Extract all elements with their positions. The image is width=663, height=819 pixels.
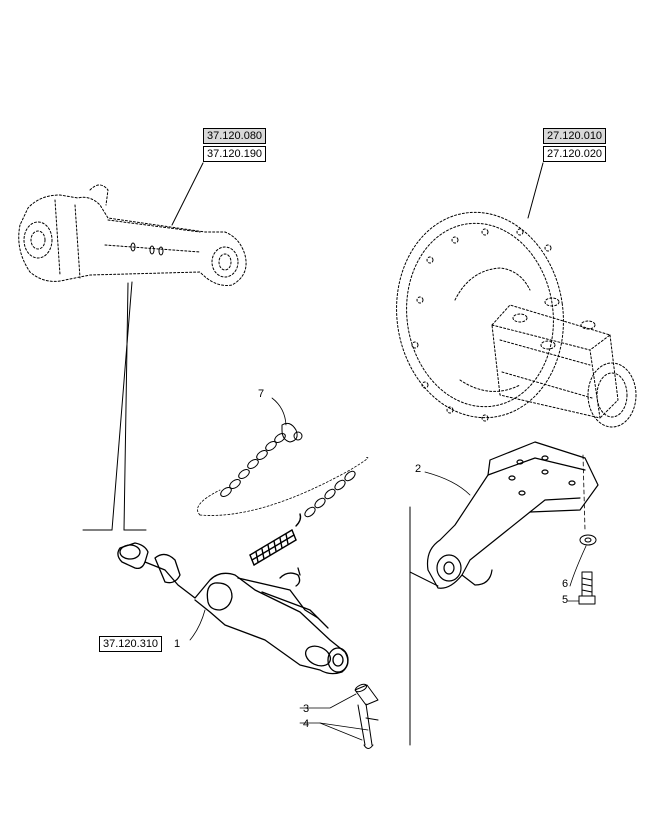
- ref-housing-b[interactable]: 27.120.020: [543, 146, 607, 162]
- lynch-pin-part: [357, 703, 379, 749]
- callout-5: 5: [562, 594, 569, 606]
- lift-arm-reference: [18, 184, 247, 286]
- callout-6: 6: [562, 578, 569, 590]
- washer-part: [579, 534, 597, 546]
- bolt-part: [578, 571, 596, 605]
- axle-housing-reference: [396, 211, 637, 428]
- reference-leaders: [82, 162, 544, 531]
- housing-bolt-holes: [411, 228, 552, 422]
- stabilizer-link-part: [117, 542, 349, 675]
- group-bracket-line: [409, 506, 439, 746]
- callout-4: 4: [303, 718, 310, 730]
- ref-link[interactable]: 37.120.310: [99, 636, 163, 652]
- ref-top-arm-b[interactable]: 37.120.190: [203, 146, 267, 162]
- bracket-centerline: [582, 454, 586, 531]
- clip-part: [281, 422, 303, 443]
- callout-7: 7: [258, 388, 265, 400]
- callout-leaders: [189, 397, 587, 741]
- callout-2: 2: [415, 463, 422, 475]
- chain-part: [220, 433, 356, 518]
- callout-1: 1: [174, 638, 181, 650]
- ref-top-arm-a[interactable]: 37.120.080: [203, 128, 267, 144]
- bracket-part: [426, 441, 599, 589]
- lift-arm-holes: [130, 242, 164, 256]
- chain-loop-phantom: [197, 457, 369, 516]
- ref-housing-a[interactable]: 27.120.010: [543, 128, 607, 144]
- callout-3: 3: [303, 703, 310, 715]
- spring-part: [249, 513, 302, 566]
- pin-part: [354, 683, 379, 706]
